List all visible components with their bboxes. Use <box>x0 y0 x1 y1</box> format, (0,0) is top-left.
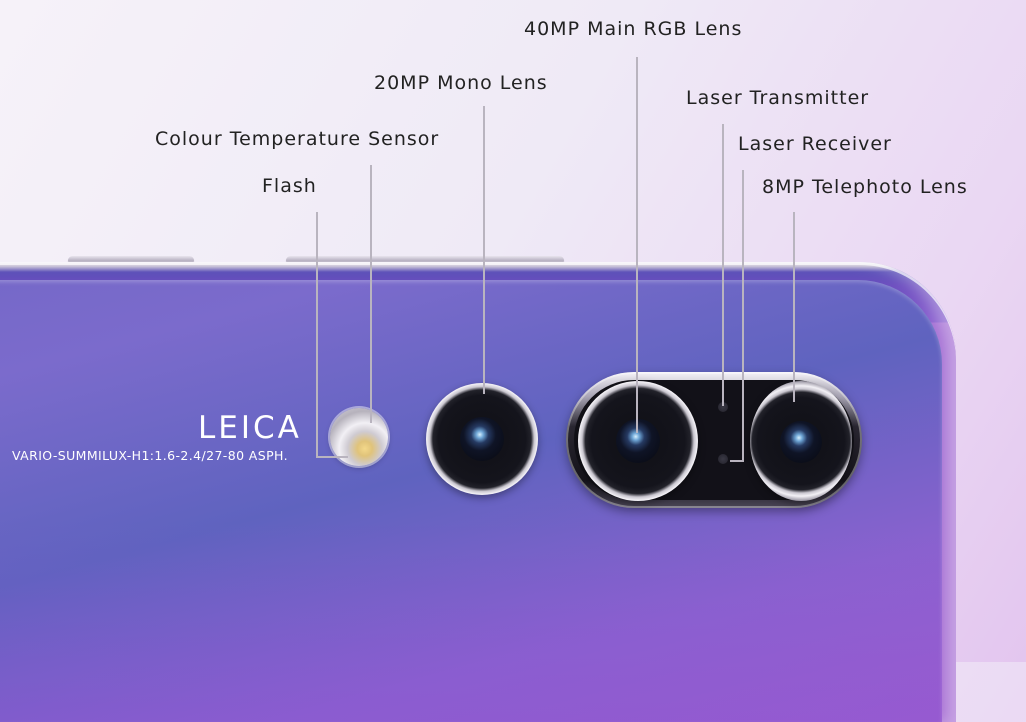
label-flash: Flash <box>262 175 317 197</box>
leader-mono <box>483 106 485 394</box>
telephoto-lens-icon <box>750 381 852 501</box>
mono-lens-icon <box>426 383 538 495</box>
camera-diagram: LEICA VARIO-SUMMILUX-H1:1.6-2.4/27-80 AS… <box>0 18 968 722</box>
main-rgb-lens-icon <box>578 381 698 501</box>
leader-flash <box>316 212 318 458</box>
laser-transmitter-icon <box>718 402 728 412</box>
power-button <box>286 256 564 265</box>
leader-telephoto <box>793 212 795 402</box>
leica-logo: LEICA <box>198 410 302 446</box>
leader-colour-sensor <box>370 165 372 423</box>
label-laser-receiver: Laser Receiver <box>738 133 892 155</box>
leader-laser-receiver <box>742 170 744 462</box>
label-mono-lens: 20MP Mono Lens <box>374 72 548 94</box>
leader-main-rgb <box>636 57 638 433</box>
volume-button <box>68 256 194 265</box>
leader-laser-transmitter <box>722 124 724 406</box>
label-telephoto-lens: 8MP Telephoto Lens <box>762 176 968 198</box>
laser-receiver-icon <box>718 454 728 464</box>
label-main-rgb-lens: 40MP Main RGB Lens <box>524 18 743 40</box>
label-colour-temperature-sensor: Colour Temperature Sensor <box>155 128 440 150</box>
lens-spec-text: VARIO-SUMMILUX-H1:1.6-2.4/27-80 ASPH. <box>12 448 288 463</box>
label-laser-transmitter: Laser Transmitter <box>686 87 870 109</box>
